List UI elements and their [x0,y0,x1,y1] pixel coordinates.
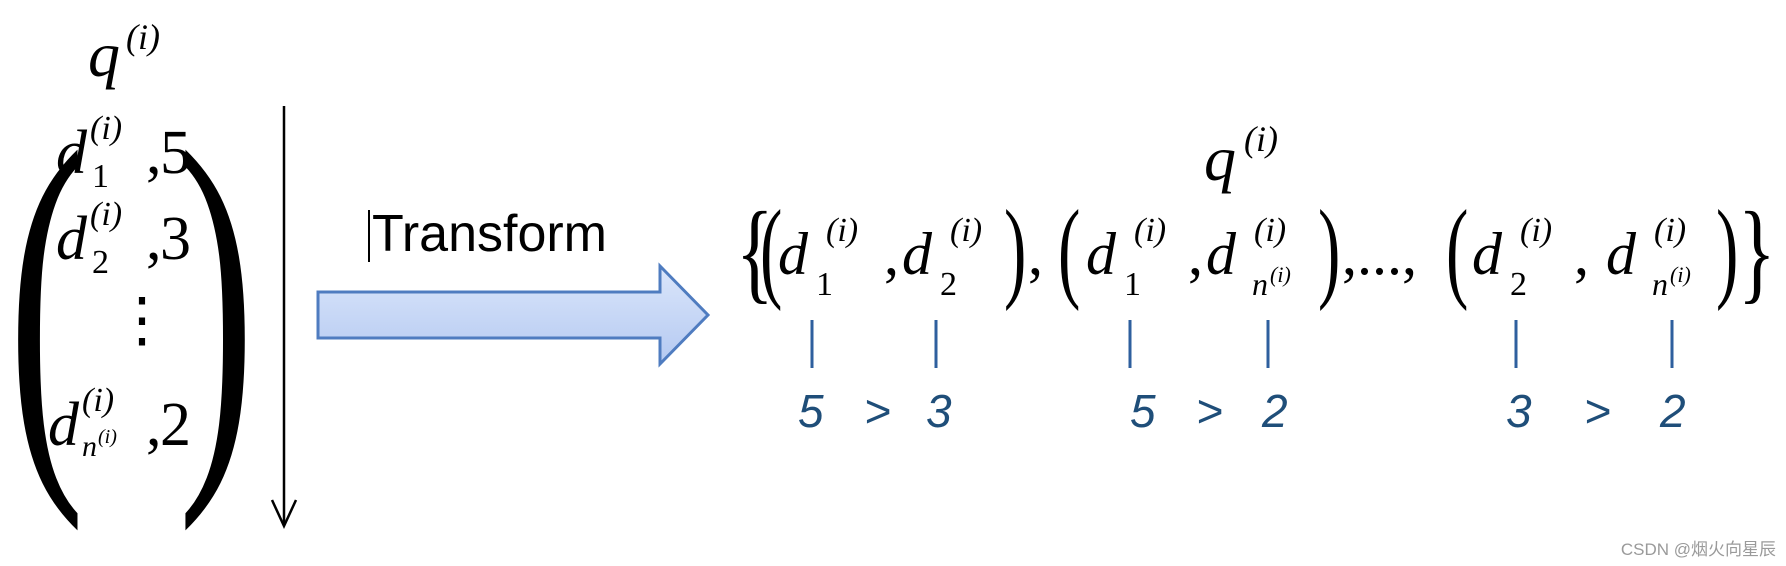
right-query-symbol: q (i) [1204,119,1278,194]
left-row-n: d (i) n (i) , 2 [48,382,191,463]
pair3-greater-than: > [1584,385,1611,437]
left-vertical-ellipsis: ⋮ [112,287,172,353]
pair2-d1: d [1086,221,1116,287]
pair2-greater-than: > [1196,385,1223,437]
ranking-down-arrow-head [270,499,298,529]
pair3-d2: d [1606,221,1636,287]
pair2-open-paren: ( [1058,188,1081,312]
pair3-open-paren: ( [1446,188,1469,312]
watermark: CSDN @烟火向星辰 [1620,540,1776,559]
set-open-brace: { [736,190,774,314]
transform-label: Transform [372,205,607,263]
pair2-d2: d [1206,221,1236,287]
left-ranking-column: q (i) ( ) d (i) 1 , 5 d (i) 2 , 3 ⋮ d (i… [0,0,300,566]
left-row-1: d (i) 1 , 5 [56,110,191,195]
pair2-close-paren: ) [1318,188,1341,312]
left-query-symbol: q (i) [88,17,160,90]
pair1-d1: d [778,221,808,287]
pair2-left-score: 5 [1130,385,1156,437]
text-cursor-mark [368,210,370,262]
set-close-brace: } [1738,190,1776,314]
left-open-paren: ( [8,67,85,532]
pair3-close-paren: ) [1716,188,1739,312]
pair1-d2: d [902,221,932,287]
pair1-greater-than: > [864,385,891,437]
pair3-left-score: 3 [1506,385,1532,437]
pair1-close-paren: ) [1004,188,1027,312]
pair3-right-score: 2 [1660,385,1686,437]
transform-block-arrow [316,262,711,368]
tick-marks [810,320,1674,368]
left-row-2: d (i) 2 , 3 [56,196,191,281]
pair2-right-score: 2 [1262,385,1288,437]
pair3-d1: d [1472,221,1502,287]
left-close-paren: ) [178,67,255,532]
pair1-left-score: 5 [798,385,824,437]
set-ellipsis: ,..., [1342,221,1417,287]
pair1-right-score: 3 [926,385,952,437]
pair1-open-paren: ( [760,188,783,312]
